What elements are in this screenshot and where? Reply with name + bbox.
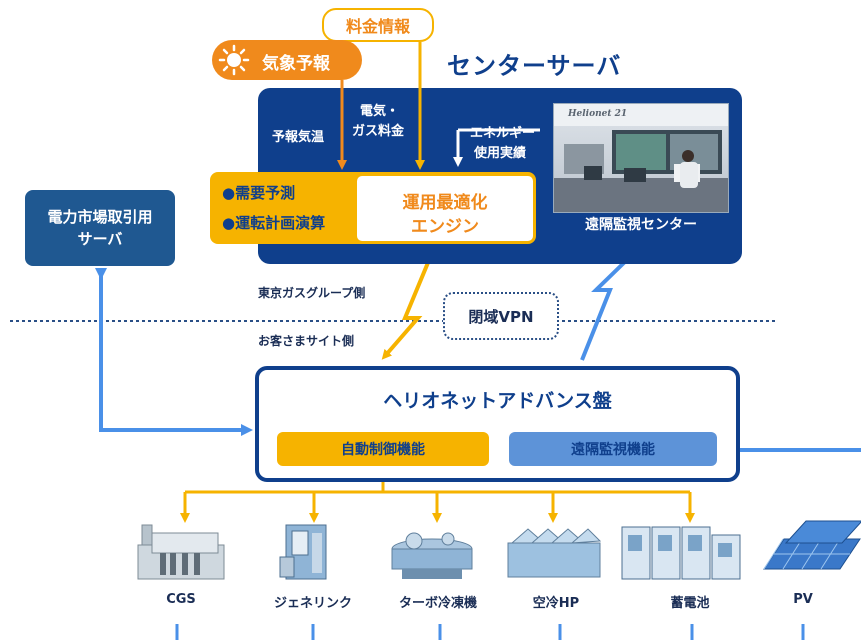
engine-label-1: 運用最適化: [402, 193, 488, 213]
price-info-pill: 料金情報: [322, 8, 434, 42]
storage-battery-icon: [621, 526, 741, 580]
remote-center-label: 遠隔監視センター: [585, 217, 697, 233]
panel-to-center-link: [580, 250, 637, 361]
equipment-label-cgs: CGS: [166, 592, 196, 607]
engine-label-2: エンジン: [411, 217, 479, 237]
helionet-panel-title: ヘリオネットアドバンス盤: [383, 390, 612, 412]
equipment-icons: [137, 520, 861, 580]
auto-control-box: 自動制御機能: [277, 432, 489, 466]
control-room-image: [554, 104, 728, 212]
remote-monitor-label: 遠隔監視機能: [571, 442, 655, 458]
weather-forecast-label: 気象予報: [262, 54, 330, 74]
market-link-arrow: [95, 268, 253, 436]
air-cooled-hp-icon: [507, 528, 602, 578]
genelink-icon: [279, 524, 327, 580]
pv-panel-icon: [763, 520, 861, 570]
photo-caption: Helionet 21: [568, 109, 628, 119]
equipment-label-battery: 蓄電池: [670, 596, 710, 611]
equipment-label-turbo-chiller: ターボ冷凍機: [398, 596, 477, 611]
center-server-title: センターサーバ: [447, 52, 622, 80]
demand-forecast-label: ●需要予測: [222, 184, 296, 202]
elec-gas-rate-label-2: ガス料金: [352, 124, 405, 139]
remote-center-photo: Helionet 21: [553, 103, 729, 213]
weather-forecast-pill: 気象予報: [212, 40, 362, 80]
closed-vpn-box: 閉域VPN: [443, 292, 559, 340]
remote-monitor-box: 遠隔監視機能: [509, 432, 717, 466]
auto-control-label: 自動制御機能: [341, 442, 425, 458]
turbo-chiller-icon: [391, 532, 473, 579]
forecast-temp-label: 予報気温: [272, 130, 325, 145]
price-info-label: 料金情報: [345, 17, 410, 36]
market-server-box: 電力市場取引用 サーバ: [25, 190, 175, 266]
energy-usage-label-2: 使用実績: [474, 146, 527, 161]
equipment-feed-lines: [175, 624, 805, 640]
equipment-label-air-hp: 空冷HP: [532, 596, 580, 611]
market-server-label-1: 電力市場取引用: [47, 208, 153, 226]
group-side-label: 東京ガスグループ側: [258, 286, 366, 300]
cgs-icon: [137, 524, 225, 580]
equipment-label-genelink: ジェネリンク: [273, 596, 352, 611]
sun-icon: [218, 44, 250, 76]
elec-gas-rate-label-1: 電気・: [360, 104, 400, 119]
equipment-label-pv: PV: [793, 592, 813, 607]
market-server-label-2: サーバ: [77, 230, 123, 248]
engine-to-panel-link: [381, 252, 434, 360]
optimization-engine-box: 運用最適化 エンジン: [357, 176, 533, 241]
operation-plan-label: ●運転計画演算: [222, 214, 326, 232]
customer-side-label: お客さまサイト側: [258, 334, 355, 348]
energy-usage-label-1: エネルギー: [470, 126, 536, 141]
vpn-label: 閉域VPN: [468, 307, 534, 326]
